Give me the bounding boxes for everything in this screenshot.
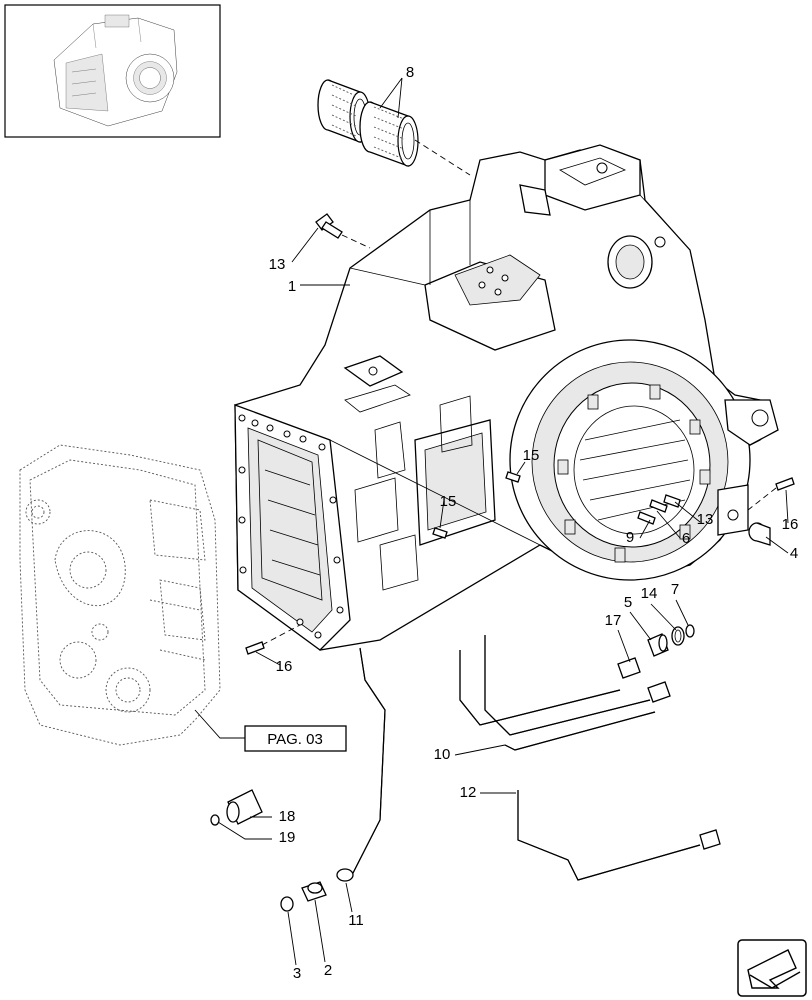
bore-studs [557, 384, 711, 563]
flange-bolt-holes [238, 414, 344, 639]
callout-c16a: 16 [782, 516, 799, 533]
callout-c7: 7 [671, 581, 679, 598]
callout-c5: 5 [624, 594, 632, 611]
thumbnail-overview [4, 4, 221, 138]
callout-c12: 12 [460, 784, 477, 801]
pipe-11 [336, 647, 386, 882]
housing-pins [432, 471, 681, 539]
callout-c16b: 16 [276, 658, 293, 675]
page-reference-label: PAG. 03 [267, 731, 323, 748]
roll-pins-16 [245, 477, 795, 655]
pipe-12 [517, 790, 721, 881]
callout-c15a: 15 [523, 447, 540, 464]
page-reference-box[interactable]: PAG. 03 [194, 709, 347, 752]
callout-c15b: 15 [440, 493, 457, 510]
bushing-pair [317, 79, 471, 176]
callout-c6: 6 [682, 530, 690, 547]
callout-c13a: 13 [269, 256, 286, 273]
callout-c17: 17 [605, 612, 622, 629]
next-page-arrow-icon[interactable] [737, 939, 807, 997]
callout-c19: 19 [279, 829, 296, 846]
pipe-assembly-10 [459, 635, 671, 751]
callout-c9: 9 [626, 529, 634, 546]
callout-c2: 2 [324, 962, 332, 979]
plug-18-19 [210, 789, 263, 826]
callout-c10: 10 [434, 746, 451, 763]
callout-c1: 1 [288, 278, 296, 295]
gearbox-reference-dotted [19, 444, 221, 746]
callout-c8: 8 [406, 64, 414, 81]
fitting-2-3 [280, 881, 327, 912]
callout-c18: 18 [279, 808, 296, 825]
callout-c4: 4 [790, 545, 798, 562]
bolt-13-upper [315, 213, 371, 249]
fitting-5-14-7 [647, 624, 695, 657]
callout-c11: 11 [348, 912, 364, 929]
callout-c3: 3 [293, 965, 301, 982]
leader-lines [217, 77, 789, 966]
callout-c13b: 13 [697, 511, 714, 528]
plug-4 [748, 522, 771, 546]
rear-axle-housing [234, 144, 779, 651]
callout-c14: 14 [641, 585, 658, 602]
